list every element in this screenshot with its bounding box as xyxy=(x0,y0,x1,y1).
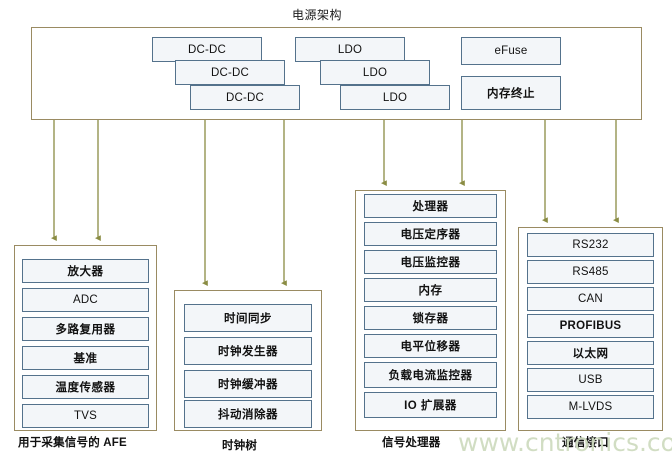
comm-block-rs232[interactable]: RS232 xyxy=(527,233,654,257)
power-rail-dcdc-2[interactable]: DC-DC xyxy=(175,60,285,85)
afe-block-amplifier[interactable]: 放大器 xyxy=(22,259,149,283)
sp-block-voltage-sequencer[interactable]: 电压定序器 xyxy=(364,222,497,246)
page-title: 电源架构 xyxy=(292,8,343,22)
group-box-afe xyxy=(14,245,157,431)
watermark: www.cntronics.com xyxy=(458,428,672,457)
power-rail-ldo-1[interactable]: LDO xyxy=(295,37,405,62)
afe-block-multiplexer[interactable]: 多路复用器 xyxy=(22,317,149,341)
power-rail-ldo-2[interactable]: LDO xyxy=(320,60,430,85)
comm-block-rs485[interactable]: RS485 xyxy=(527,260,654,284)
clock-block-generator[interactable]: 时钟发生器 xyxy=(184,337,312,365)
sp-block-io-expander[interactable]: IO 扩展器 xyxy=(364,392,497,418)
power-rail-dcdc-3[interactable]: DC-DC xyxy=(190,85,300,110)
afe-block-reference[interactable]: 基准 xyxy=(22,346,149,370)
clock-block-time-sync[interactable]: 时间同步 xyxy=(184,304,312,332)
comm-block-ethernet[interactable]: 以太网 xyxy=(527,341,654,365)
comm-block-mlvds[interactable]: M-LVDS xyxy=(527,395,654,419)
power-rail-memory-termination[interactable]: 内存终止 xyxy=(461,76,561,110)
group-box-clock-tree xyxy=(174,290,322,431)
comm-block-profibus[interactable]: PROFIBUS xyxy=(527,314,654,338)
group-caption-comm-interface: 通信接口 xyxy=(562,437,609,449)
group-box-comm-interface xyxy=(518,227,663,431)
sp-block-memory[interactable]: 内存 xyxy=(364,278,497,302)
power-rail-dcdc-1[interactable]: DC-DC xyxy=(152,37,262,62)
group-caption-signal-processor: 信号处理器 xyxy=(382,437,441,449)
power-rail-efuse[interactable]: eFuse xyxy=(461,37,561,65)
power-architecture-box xyxy=(31,27,642,120)
afe-block-temp-sensor[interactable]: 温度传感器 xyxy=(22,375,149,399)
afe-block-adc[interactable]: ADC xyxy=(22,288,149,312)
comm-block-can[interactable]: CAN xyxy=(527,287,654,311)
sp-block-voltage-monitor[interactable]: 电压监控器 xyxy=(364,250,497,274)
group-caption-afe: 用于采集信号的 AFE xyxy=(18,437,127,449)
sp-block-level-shifter[interactable]: 电平位移器 xyxy=(364,334,497,358)
sp-block-processor[interactable]: 处理器 xyxy=(364,194,497,218)
comm-block-usb[interactable]: USB xyxy=(527,368,654,392)
group-caption-clock-tree: 时钟树 xyxy=(222,440,258,452)
afe-block-tvs[interactable]: TVS xyxy=(22,404,149,428)
group-box-signal-processor xyxy=(355,190,506,431)
sp-block-load-current-monitor[interactable]: 负载电流监控器 xyxy=(364,362,497,388)
sp-block-latch[interactable]: 锁存器 xyxy=(364,306,497,330)
clock-block-buffer[interactable]: 时钟缓冲器 xyxy=(184,370,312,398)
power-rail-ldo-3[interactable]: LDO xyxy=(340,85,450,110)
clock-block-jitter-cleaner[interactable]: 抖动消除器 xyxy=(184,400,312,428)
